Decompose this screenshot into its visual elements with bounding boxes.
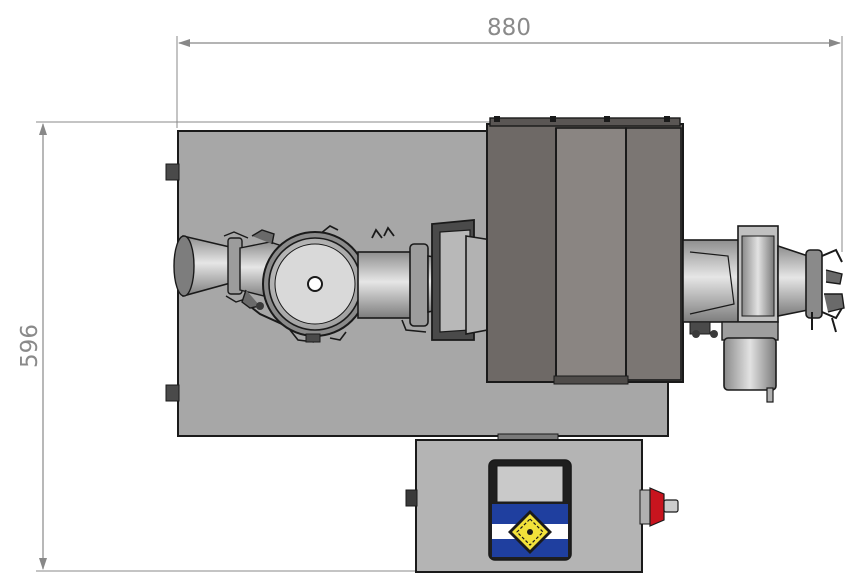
width-dimension: 880 — [176, 15, 843, 252]
diamond-logo-icon — [508, 510, 552, 554]
housing-bolt-icon — [494, 116, 500, 122]
frame-mount-top-left — [165, 163, 180, 181]
housing-bolt-icon — [550, 116, 556, 122]
housing-center-panel — [555, 127, 627, 381]
inlet-cone — [173, 231, 249, 303]
main-housing — [486, 116, 684, 385]
valve-center-bolt-icon — [307, 276, 323, 292]
outlet-assembly — [682, 225, 845, 338]
frame-mount-bottom-left — [165, 384, 180, 402]
disc-valve — [262, 225, 368, 343]
width-dimension-label: 880 — [487, 15, 531, 41]
housing-right-panel — [625, 127, 682, 381]
height-dimension: 596 — [17, 121, 500, 572]
height-dimension-label: 596 — [17, 324, 43, 368]
emergency-stop-icon[interactable] — [639, 487, 679, 527]
motor — [721, 321, 779, 403]
housing-bolt-icon — [604, 116, 610, 122]
control-panel — [405, 433, 679, 573]
housing-top-cap — [489, 117, 681, 127]
housing-bolt-icon — [664, 116, 670, 122]
controller-screen — [496, 465, 564, 503]
